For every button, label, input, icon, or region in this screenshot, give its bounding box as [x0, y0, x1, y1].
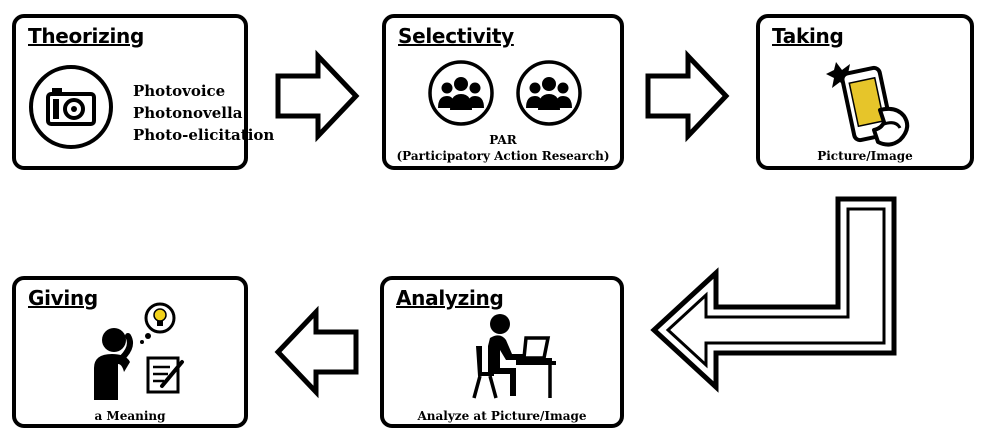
thinking-person-icon — [92, 300, 212, 400]
arrow-down-left — [644, 195, 910, 395]
giving-box: Giving a Meaning — [12, 276, 248, 428]
theorizing-title: Theorizing — [28, 24, 144, 48]
selectivity-caption-line2: (Participatory Action Research) — [396, 149, 610, 163]
camera-icon — [26, 62, 116, 152]
selectivity-title: Selectivity — [398, 24, 514, 48]
arrow-right-2 — [644, 49, 730, 143]
smartphone-photo-icon — [826, 48, 916, 148]
method-item: Photonovella — [133, 104, 243, 122]
method-list: Photovoice Photonovella Photo-elicitatio… — [133, 80, 274, 146]
arrow-left — [274, 305, 360, 399]
method-item: Photo-elicitation — [133, 126, 275, 144]
selectivity-box: Selectivity PAR (Participa — [382, 14, 624, 170]
group-people-icon — [426, 58, 586, 128]
giving-title: Giving — [28, 286, 98, 310]
analyzing-title: Analyzing — [396, 286, 504, 310]
person-at-laptop-icon — [466, 310, 556, 400]
taking-box: Taking Picture/Image — [756, 14, 974, 170]
taking-title: Taking — [772, 24, 844, 48]
analyzing-box: Analyzing Analyze at Picture/Image — [380, 276, 624, 428]
theorizing-box: Theorizing Photovoice Photonovella Photo… — [12, 14, 274, 170]
analyzing-caption: Analyze at Picture/Image — [417, 409, 587, 423]
method-item: Photovoice — [133, 82, 226, 100]
taking-caption: Picture/Image — [817, 149, 913, 163]
giving-caption: a Meaning — [94, 409, 166, 423]
arrow-right-1 — [274, 49, 360, 143]
selectivity-caption-line1: PAR — [489, 133, 517, 147]
